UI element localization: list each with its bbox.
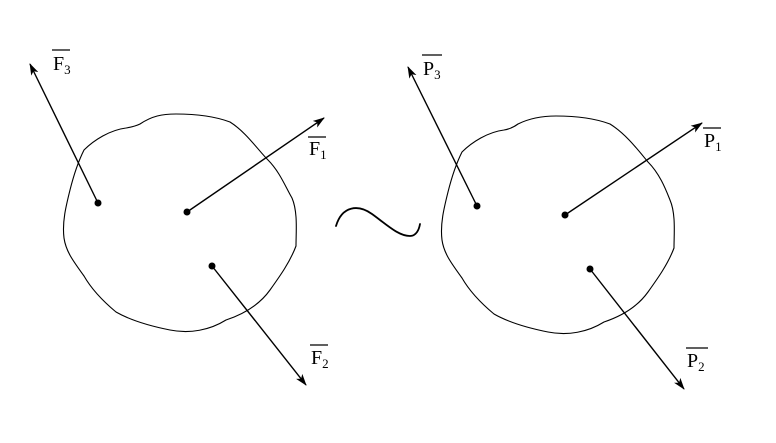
p1-letter: P bbox=[704, 130, 715, 152]
f3-index: 3 bbox=[64, 62, 71, 77]
f2-letter: F bbox=[311, 347, 322, 369]
force-p3-vector: P3 bbox=[407, 54, 481, 210]
p2-arrow bbox=[589, 268, 685, 390]
force-f3-vector: F3 bbox=[29, 49, 102, 207]
right-rigid-body-outline bbox=[440, 115, 675, 335]
f3-letter: F bbox=[53, 53, 64, 75]
p3-arrow bbox=[407, 66, 478, 207]
f2-label: F2 bbox=[311, 347, 329, 371]
f1-letter: F bbox=[309, 138, 320, 160]
equivalence-tilde bbox=[335, 207, 421, 237]
p3-index: 3 bbox=[434, 67, 441, 82]
p2-letter: P bbox=[687, 350, 698, 372]
left-body-group: F1 F2 F3 bbox=[29, 49, 329, 386]
right-body-group: P1 P2 P3 bbox=[407, 54, 722, 390]
f1-index: 1 bbox=[320, 147, 327, 162]
p3-letter: P bbox=[423, 58, 434, 80]
force-p1-vector: P1 bbox=[561, 122, 722, 219]
p1-arrow bbox=[564, 122, 703, 216]
p1-label: P1 bbox=[704, 130, 722, 154]
left-rigid-body-outline bbox=[62, 113, 297, 333]
force-f1-vector: F1 bbox=[183, 117, 327, 216]
f3-label: F3 bbox=[53, 53, 71, 77]
f1-label: F1 bbox=[309, 138, 327, 162]
f2-index: 2 bbox=[322, 356, 329, 371]
f2-arrow bbox=[211, 265, 307, 386]
f3-arrow bbox=[29, 63, 99, 204]
force-p2-vector: P2 bbox=[586, 265, 708, 390]
p2-label: P2 bbox=[687, 350, 705, 374]
p2-index: 2 bbox=[698, 359, 705, 374]
p3-label: P3 bbox=[423, 58, 441, 82]
f1-arrow bbox=[186, 117, 325, 213]
force-f2-vector: F2 bbox=[208, 262, 329, 386]
p1-index: 1 bbox=[715, 139, 722, 154]
